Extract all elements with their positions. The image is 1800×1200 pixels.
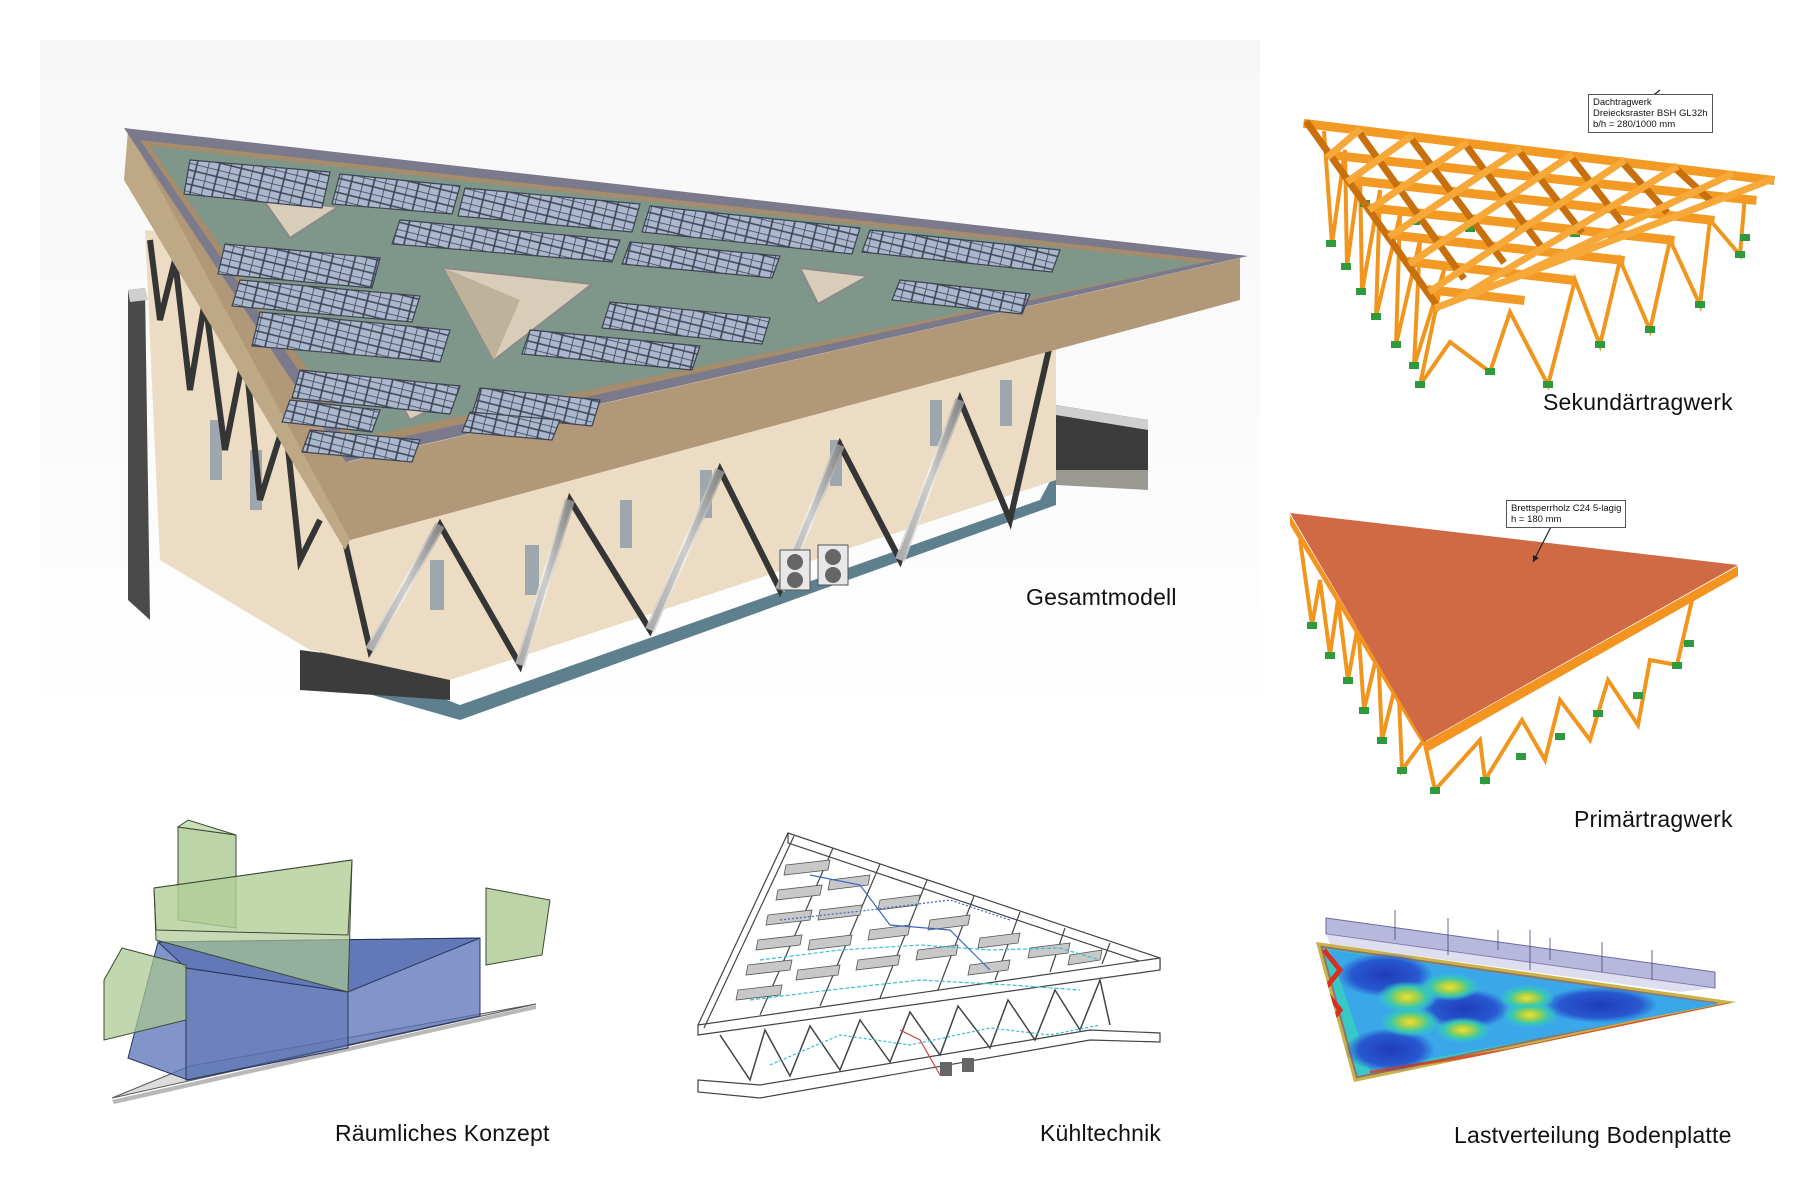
callout-line: h = 180 mm (1511, 514, 1562, 525)
figure-primaertragwerk: Brettsperrholz C24 5-lagig h = 180 mm Pr… (1290, 500, 1780, 840)
caption-gesamtmodell: Gesamtmodell (1026, 584, 1177, 610)
caption-primaertragwerk: Primärtragwerk (1574, 806, 1733, 832)
skylights (259, 196, 872, 422)
figure-kuehltechnik: Kühltechnik (690, 830, 1190, 1160)
clt-slab (1290, 513, 1738, 742)
kuehltechnik-drawing (697, 832, 1161, 1099)
callout-line: Brettsperrholz C24 5-lagig (1511, 503, 1622, 514)
volumes-green (103, 819, 551, 1041)
figure-sekundaertragwerk: Dachtragwerk Dreiecksraster BSH GL32h b/… (1300, 80, 1780, 420)
caption-kuehltechnik: Kühltechnik (1040, 1120, 1162, 1146)
callout-line: b/h = 280/1000 mm (1593, 119, 1676, 130)
caption-sekundaertragwerk: Sekundärtragwerk (1543, 389, 1733, 415)
figure-lastverteilung: Lastverteilung Bodenplatte (1310, 910, 1780, 1170)
ac-units (779, 544, 849, 591)
callout-brettsperrholz: Brettsperrholz C24 5-lagig h = 180 mm (1506, 500, 1627, 528)
load-markers (1394, 910, 1653, 980)
callout-line: Dachtragwerk (1593, 97, 1652, 108)
sekundaertragwerk-drawing (1302, 89, 1776, 391)
primaertragwerk-drawing (1290, 513, 1738, 795)
cooling-pipes (749, 874, 1101, 1076)
lastverteilung-drawing (1316, 910, 1736, 1082)
gesamtmodell-drawing (124, 128, 1248, 720)
figure-gesamtmodell: Gesamtmodell (0, 0, 1300, 720)
solar-panels (183, 159, 1061, 463)
caption-lastverteilung: Lastverteilung Bodenplatte (1454, 1122, 1732, 1148)
support-points (1307, 622, 1694, 794)
figure-raeumliches-konzept: Räumliches Konzept (90, 819, 610, 1160)
callout-dachtragwerk: Dachtragwerk Dreiecksraster BSH GL32h b/… (1588, 94, 1713, 133)
raeumliches-konzept-drawing (103, 819, 551, 1104)
caption-raeumliches-konzept: Räumliches Konzept (335, 1120, 550, 1146)
callout-line: Dreiecksraster BSH GL32h (1593, 108, 1708, 119)
